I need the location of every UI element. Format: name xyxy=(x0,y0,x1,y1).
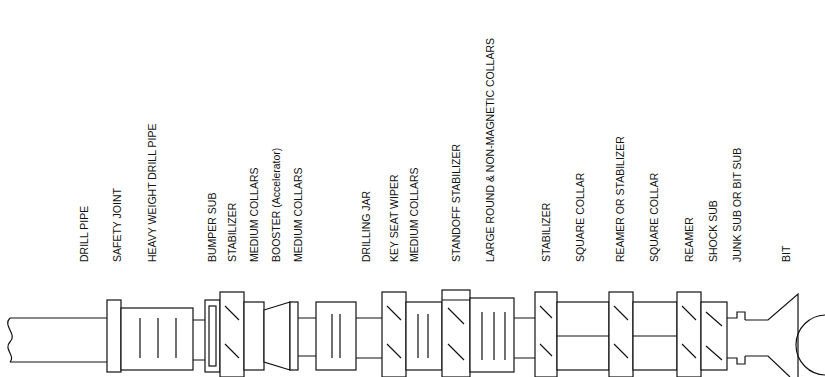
part-label: MEDIUM COLLARS xyxy=(248,167,260,262)
joint-marks xyxy=(332,314,340,358)
reamer xyxy=(677,292,701,377)
booster-collar xyxy=(290,302,298,370)
drilling-jar xyxy=(356,318,382,358)
part-label: HEAVY WEIGHT DRILL PIPE xyxy=(146,124,158,262)
pipe-section xyxy=(298,318,316,356)
shock-marks xyxy=(706,312,722,360)
part-label: MEDIUM COLLARS xyxy=(292,167,304,262)
blade-marks xyxy=(225,306,239,358)
part-label: MEDIUM COLLARS xyxy=(408,167,420,262)
booster xyxy=(264,302,290,370)
joint-marks xyxy=(140,318,176,358)
junk-sub xyxy=(727,312,745,364)
part-label: SQUARE COLLAR xyxy=(574,173,586,262)
shock-sub xyxy=(701,302,727,370)
drill-pipe-body xyxy=(10,318,107,362)
pipe-section xyxy=(193,320,205,360)
part-label: JUNK SUB OR BIT SUB xyxy=(731,148,743,262)
pipe-section xyxy=(514,318,535,358)
part-label: REAMER xyxy=(683,217,695,262)
edge-line xyxy=(557,335,609,336)
large-collar xyxy=(470,298,514,372)
part-label: LARGE ROUND & NON-MAGNETIC COLLARS xyxy=(484,38,496,262)
stabilizer xyxy=(535,292,557,377)
bumper-sub-inner xyxy=(209,306,216,366)
heavy-weight-pipe xyxy=(121,308,193,370)
square-collar xyxy=(557,302,609,370)
edge-line xyxy=(633,335,677,336)
part-label: SAFETY JOINT xyxy=(111,188,123,262)
part-label: DRILL PIPE xyxy=(78,206,90,262)
joint-marks xyxy=(482,312,505,360)
part-label: KEY SEAT WIPER xyxy=(388,174,400,262)
part-label: SQUARE COLLAR xyxy=(648,173,660,262)
blade-marks xyxy=(614,306,628,358)
square-collar xyxy=(633,302,677,370)
bit-cone xyxy=(796,315,825,375)
blade-marks xyxy=(682,306,696,358)
safety-joint xyxy=(107,300,121,372)
bit-body xyxy=(745,294,798,377)
part-label: STABILIZER xyxy=(226,203,238,262)
medium-collar xyxy=(316,302,356,370)
reamer xyxy=(609,292,633,377)
key-seat-wiper xyxy=(382,292,406,377)
joint-marks xyxy=(418,314,428,358)
medium-collar xyxy=(406,302,442,370)
part-label: STANDOFF STABILIZER xyxy=(450,144,462,262)
part-label: BOOSTER (Accelerator) xyxy=(270,148,282,262)
blade-marks xyxy=(387,306,401,358)
part-label: BUMPER SUB xyxy=(206,193,218,262)
blade-marks xyxy=(540,306,552,356)
blade-marks xyxy=(442,300,470,360)
standoff-stabilizer xyxy=(442,290,470,377)
part-label: REAMER OR STABILIZER xyxy=(614,136,626,262)
medium-collar xyxy=(244,302,264,370)
bumper-sub xyxy=(205,300,220,372)
part-label: SHOCK SUB xyxy=(707,200,719,262)
part-label: BIT xyxy=(780,246,792,262)
part-label: DRILLING JAR xyxy=(360,191,372,262)
part-label: STABILIZER xyxy=(540,203,552,262)
break-line xyxy=(8,318,13,362)
stabilizer xyxy=(220,292,244,377)
